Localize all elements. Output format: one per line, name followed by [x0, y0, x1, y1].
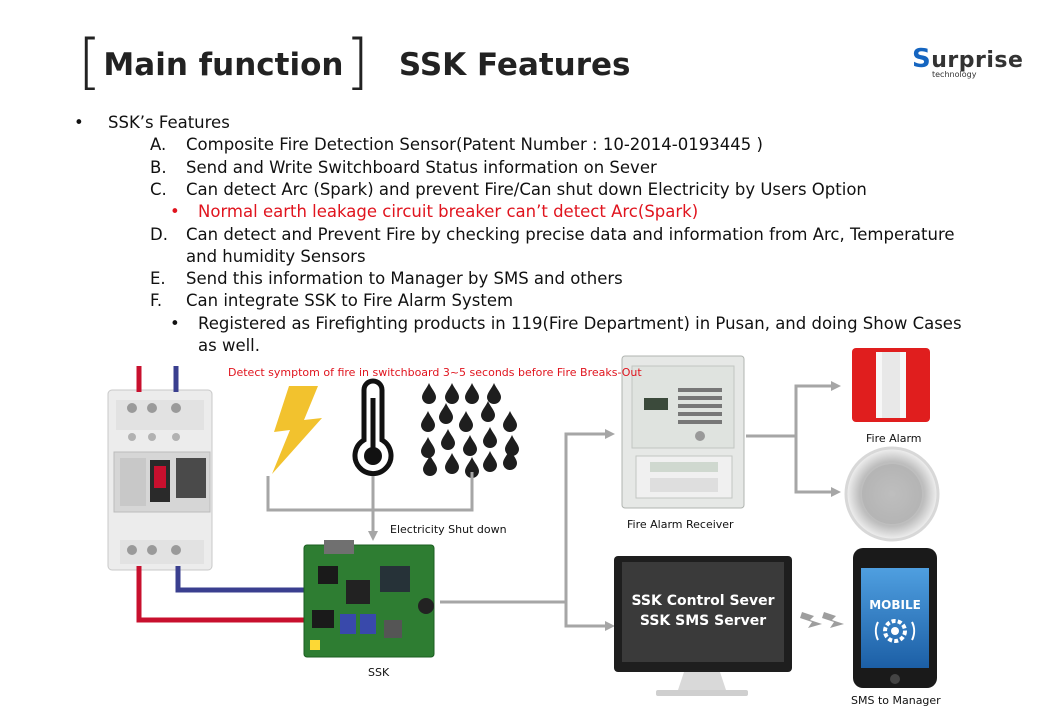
feature-note-c: Normal earth leakage circuit breaker can… [170, 201, 698, 224]
feature-item-c: C.Can detect Arc (Spark) and prevent Fir… [150, 179, 867, 199]
company-logo: Surprise technology [912, 44, 1023, 79]
water-drop [483, 451, 497, 472]
title-bracket-open: [ [78, 27, 102, 97]
shutdown-label: Electricity Shut down [390, 523, 507, 536]
lightning-icon [272, 386, 322, 474]
water-drop [439, 403, 453, 424]
water-drop [503, 449, 517, 470]
server-line-2: SSK SMS Server [639, 613, 767, 629]
server-text: SSK Control Sever SSK SMS Server [623, 591, 783, 631]
ssk-board [303, 540, 435, 658]
receiver-output-arrows [746, 381, 841, 497]
water-drop [483, 427, 497, 448]
fire-alarm-strobe [852, 348, 930, 422]
fire-alarm-label: Fire Alarm [866, 432, 922, 445]
water-drop [463, 435, 477, 456]
circuit-breaker [107, 389, 213, 571]
thermometer-icon [352, 378, 394, 477]
logo-first-letter: S [912, 44, 932, 74]
alarm-bell [844, 446, 940, 542]
server-line-1: SSK Control Sever [631, 593, 775, 609]
water-drop [445, 453, 459, 474]
power-wires [136, 366, 312, 623]
water-drop [459, 411, 473, 432]
fire-alarm-receiver [621, 355, 745, 509]
water-drop [481, 401, 495, 422]
feature-item-d: D.Can detect and Prevent Fire by checkin… [150, 224, 955, 244]
water-drop [505, 435, 519, 456]
water-drop [421, 411, 435, 432]
detect-symptom-label: Detect symptom of fire in switchboard 3~… [228, 366, 642, 379]
water-drop [503, 411, 517, 432]
page-title: [ Main function ] SSK Features [78, 30, 631, 100]
water-drop [441, 429, 455, 450]
feature-item-f: F.Can integrate SSK to Fire Alarm System [150, 291, 514, 311]
feature-item-e: E.Send this information to Manager by SM… [150, 269, 623, 289]
water-drop [421, 437, 435, 458]
signal-waves-icon [800, 612, 844, 628]
title-bracket-close: ] [345, 27, 369, 97]
logo-subtitle: technology [932, 70, 977, 79]
title-main: Main function [103, 47, 344, 83]
water-drop [423, 455, 437, 476]
water-drop [445, 383, 459, 404]
water-drop [465, 383, 479, 404]
water-drop [465, 457, 479, 478]
receiver-label: Fire Alarm Receiver [627, 518, 734, 531]
water-drop [422, 383, 436, 404]
mobile-phone [853, 548, 937, 688]
feature-item-a: A.Composite Fire Detection Sensor(Patent… [150, 135, 763, 155]
logo-word: urprise [931, 48, 1024, 73]
feature-item-d-cont: and humidity Sensors [186, 246, 366, 266]
ssk-label: SSK [368, 666, 390, 679]
feature-note-f: Registered as Firefighting products in 1… [170, 313, 962, 336]
water-drop [487, 383, 501, 404]
server-monitor [614, 556, 792, 696]
mobile-label: MOBILE [869, 598, 921, 612]
feature-item-b: B.Send and Write Switchboard Status info… [150, 157, 657, 177]
water-drops-icon [421, 383, 519, 478]
feature-note-f-cont: as well. [198, 336, 261, 355]
gear-icon [874, 619, 916, 643]
board-output-arrows [440, 429, 615, 631]
title-sub: SSK Features [398, 47, 631, 83]
sensor-connector [266, 472, 474, 541]
feature-heading: SSK’s Features [74, 112, 230, 135]
sms-label: SMS to Manager [851, 694, 941, 707]
